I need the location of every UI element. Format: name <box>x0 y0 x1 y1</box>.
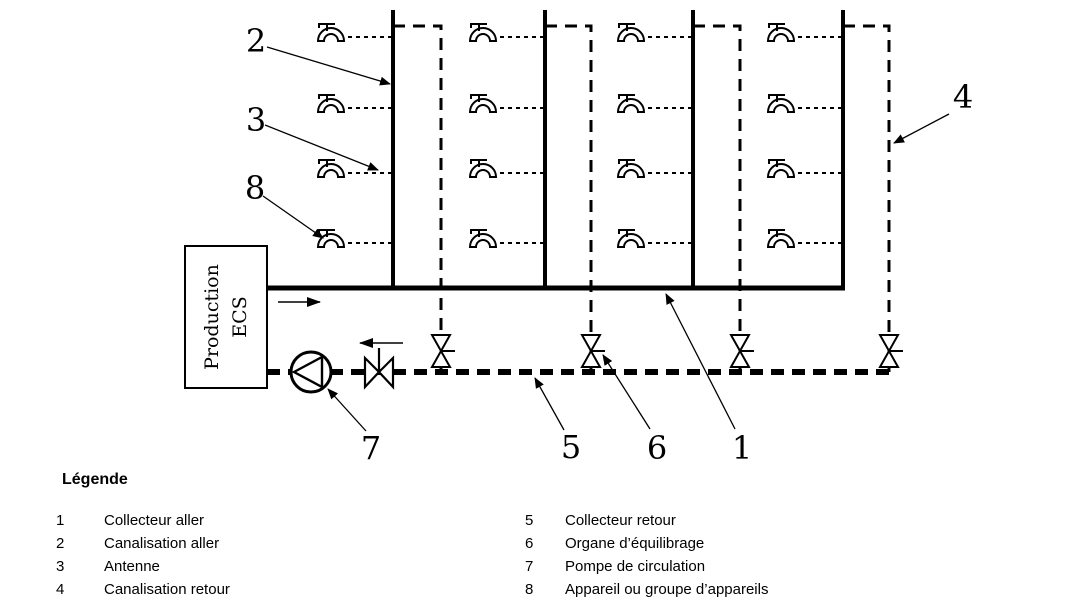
tap-icon <box>469 159 497 178</box>
tap-icon <box>317 159 345 178</box>
balancing-valve-icon <box>581 334 606 368</box>
callout-label-5: 5 <box>561 428 581 466</box>
tap-icon <box>469 229 497 248</box>
callout-label-4: 4 <box>953 78 973 116</box>
antenna-risers <box>391 10 845 288</box>
production-unit-label-line2: ECS <box>229 296 251 337</box>
legend-item-number: 4 <box>56 581 65 598</box>
legend-item-number: 6 <box>525 535 534 552</box>
legend-item-number: 2 <box>56 535 65 552</box>
tap-icon <box>767 159 795 178</box>
legend-item: 2 Canalisation aller <box>56 535 219 552</box>
legend-item-number: 5 <box>525 512 534 529</box>
legend-item-label: Antenne <box>104 558 160 575</box>
shutoff-valve-icon <box>363 348 395 390</box>
pump-icon <box>289 350 333 394</box>
tap-icon <box>767 23 795 42</box>
callout-label-2: 2 <box>246 22 266 60</box>
return-pipe <box>843 24 891 372</box>
callout-arrow-3 <box>264 124 379 171</box>
legend-item: 3 Antenne <box>56 558 160 575</box>
callout-arrow-8 <box>262 195 324 239</box>
legend-item-label: Pompe de circulation <box>565 558 706 575</box>
callout-label-7: 7 <box>361 429 381 467</box>
return-pipe <box>545 24 593 372</box>
balancing-valve-icons <box>431 334 904 368</box>
tap-icon <box>767 229 795 248</box>
legend-item-label: Collecteur retour <box>565 512 676 529</box>
legend-item-number: 1 <box>56 512 65 529</box>
legend-item-label: Organe d’équilibrage <box>565 535 705 552</box>
tap-icon <box>469 94 497 113</box>
legend-item: 7 Pompe de circulation <box>525 558 705 575</box>
tap-icon <box>617 23 645 42</box>
legend-item-number: 3 <box>56 558 65 575</box>
legend-item-label: Collecteur aller <box>104 512 205 529</box>
tap-icon <box>617 94 645 113</box>
tap-icon <box>617 159 645 178</box>
legend-item-label: Canalisation aller <box>104 535 220 552</box>
return-pipes <box>393 24 891 372</box>
tap-connection-lines <box>348 36 842 244</box>
legend-item-label: Canalisation retour <box>104 581 230 598</box>
callout-arrow-5 <box>534 377 565 431</box>
callout-arrows <box>262 46 950 432</box>
legend-item: 4 Canalisation retour <box>56 581 230 598</box>
production-unit-label-line1: Production <box>201 264 223 370</box>
production-unit-box: Production ECS <box>184 245 268 389</box>
legend-item-label: Appareil ou groupe d’appareils <box>565 581 769 598</box>
return-pipe <box>393 24 443 372</box>
return-pipe <box>693 24 742 372</box>
tap-icon <box>767 94 795 113</box>
tap-icon <box>469 23 497 42</box>
callout-label-1: 1 <box>732 429 752 467</box>
callout-label-8: 8 <box>245 169 265 207</box>
legend-item: 5 Collecteur retour <box>525 512 676 529</box>
balancing-valve-icon <box>431 334 456 368</box>
tap-icon <box>317 229 345 248</box>
balancing-valve-icon <box>879 334 904 368</box>
tap-icons <box>317 23 795 248</box>
legend-item-number: 8 <box>525 581 534 598</box>
callout-arrow-1 <box>665 293 736 430</box>
legend-item: 6 Organe d’équilibrage <box>525 535 704 552</box>
tap-icon <box>317 23 345 42</box>
legend-item: 8 Appareil ou groupe d’appareils <box>525 581 768 598</box>
tap-icon <box>617 229 645 248</box>
legend-title: Légende <box>62 471 128 488</box>
callout-arrow-4 <box>893 113 950 144</box>
callout-label-6: 6 <box>647 429 667 467</box>
tap-icon <box>317 94 345 113</box>
legend-item: 1 Collecteur aller <box>56 512 204 529</box>
legend-item-number: 7 <box>525 558 534 575</box>
callout-arrow-6 <box>602 354 651 430</box>
callout-arrow-2 <box>266 46 391 86</box>
callout-label-3: 3 <box>246 101 266 139</box>
callout-arrow-7 <box>327 388 367 432</box>
balancing-valve-icon <box>730 334 755 368</box>
